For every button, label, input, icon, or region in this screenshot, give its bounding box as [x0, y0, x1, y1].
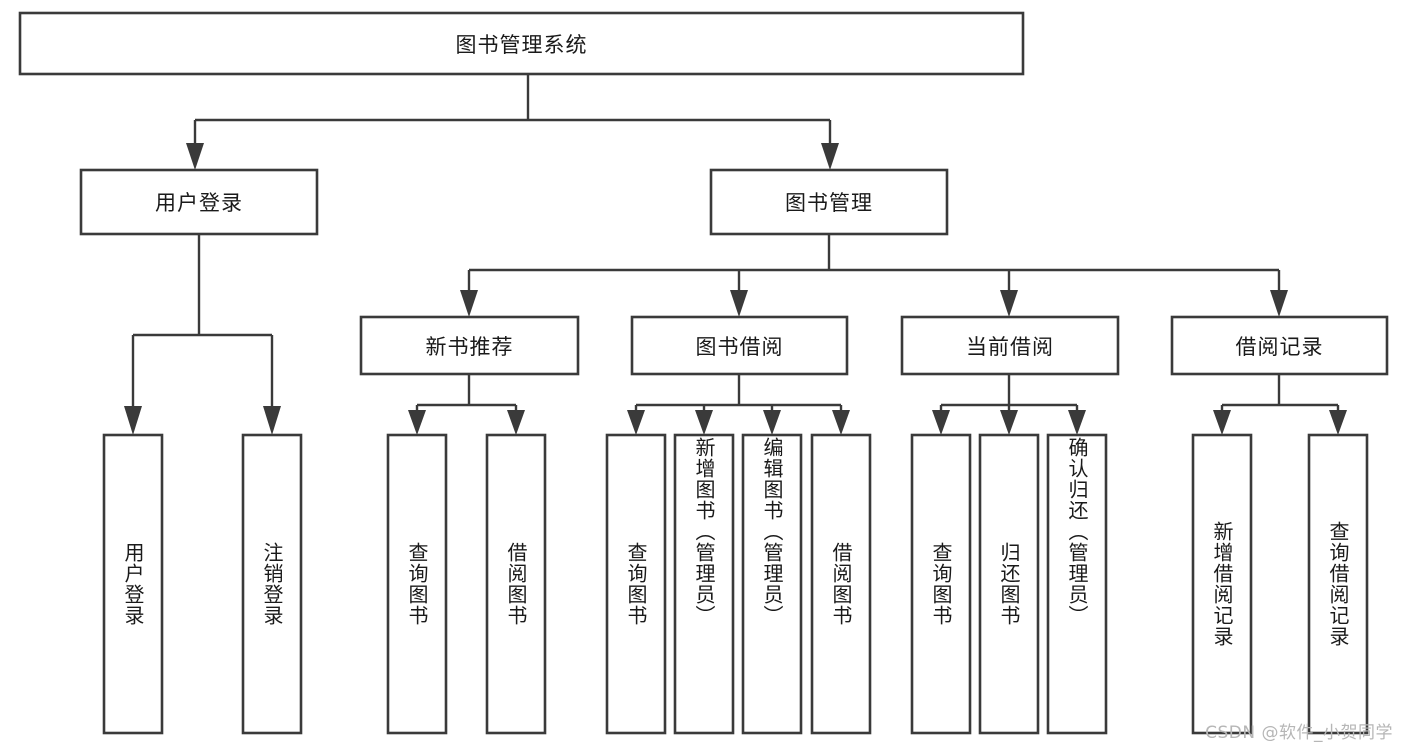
leaf-book-borrow-0[interactable] — [605, 433, 667, 735]
connector-currentborrow-to-leaves — [932, 374, 1086, 435]
leaf-book-borrow-3[interactable] — [810, 433, 872, 735]
node-book-borrow[interactable] — [630, 315, 849, 376]
connector-root-to-level2 — [186, 74, 839, 170]
connector-newbook-to-leaves — [408, 374, 525, 435]
leaf-user-login-0[interactable] — [102, 433, 164, 735]
watermark: CSDN @软件_小贺同学 — [1205, 723, 1393, 743]
node-root[interactable] — [18, 11, 1025, 76]
connector-bookborrow-to-leaves — [627, 375, 850, 435]
connector-bookmgmt-to-level3 — [460, 233, 1288, 317]
node-new-book-recommend[interactable] — [359, 315, 580, 376]
node-user-login[interactable] — [79, 168, 319, 236]
leaf-borrow-record-1[interactable] — [1307, 433, 1369, 735]
connector-userlogin-to-leaves — [124, 235, 281, 435]
leaf-new-book-1[interactable] — [485, 433, 547, 735]
leaf-book-borrow-1[interactable] — [673, 433, 735, 735]
leaf-current-borrow-0[interactable] — [910, 433, 972, 735]
leaf-current-borrow-2[interactable] — [1046, 433, 1108, 735]
leaf-new-book-0[interactable] — [386, 433, 448, 735]
node-borrow-record[interactable] — [1170, 315, 1389, 376]
leaf-book-borrow-2[interactable] — [741, 433, 803, 735]
node-current-borrow[interactable] — [900, 315, 1120, 376]
leaf-current-borrow-1[interactable] — [978, 433, 1040, 735]
node-book-management[interactable] — [709, 168, 949, 236]
leaf-user-login-1[interactable] — [241, 433, 303, 735]
leaf-borrow-record-0[interactable] — [1191, 433, 1253, 735]
connector-borrowrecord-to-leaves — [1213, 374, 1347, 435]
